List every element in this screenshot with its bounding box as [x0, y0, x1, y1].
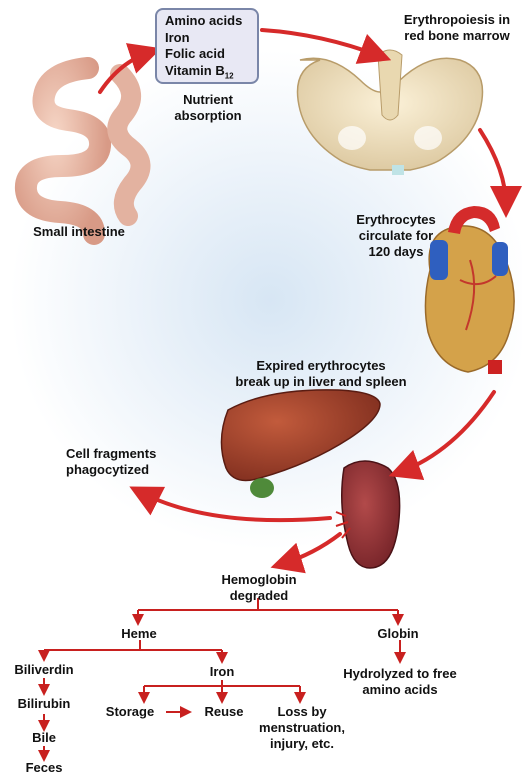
- label-small-intestine: Small intestine: [24, 224, 134, 240]
- arrow-nutrients-to-marrow: [262, 30, 380, 56]
- nutrient-item: Iron: [165, 30, 249, 47]
- small-intestine-illustration: [26, 68, 141, 234]
- arrow-spleen-to-hemoglobin: [282, 534, 340, 564]
- nutrient-box: Amino acids Iron Folic acid Vitamin B12: [155, 8, 259, 84]
- nutrient-item: Amino acids: [165, 13, 249, 30]
- label-storage: Storage: [96, 704, 164, 720]
- label-bile: Bile: [22, 730, 66, 746]
- pelvis-illustration: [298, 50, 483, 175]
- spleen-illustration: [336, 461, 400, 568]
- label-heme: Heme: [112, 626, 166, 642]
- arrow-to-fragments: [140, 492, 330, 520]
- arrow-heart-to-spleen: [400, 392, 494, 472]
- label-iron: Iron: [200, 664, 244, 680]
- label-bilirubin: Bilirubin: [0, 696, 88, 712]
- label-globin: Globin: [370, 626, 426, 642]
- arrow-marrow-to-circulation: [480, 130, 506, 206]
- nutrient-item: Folic acid: [165, 46, 249, 63]
- nutrient-item-vitamin: Vitamin B12: [165, 63, 249, 85]
- label-biliverdin: Biliverdin: [0, 662, 88, 678]
- label-reuse: Reuse: [194, 704, 254, 720]
